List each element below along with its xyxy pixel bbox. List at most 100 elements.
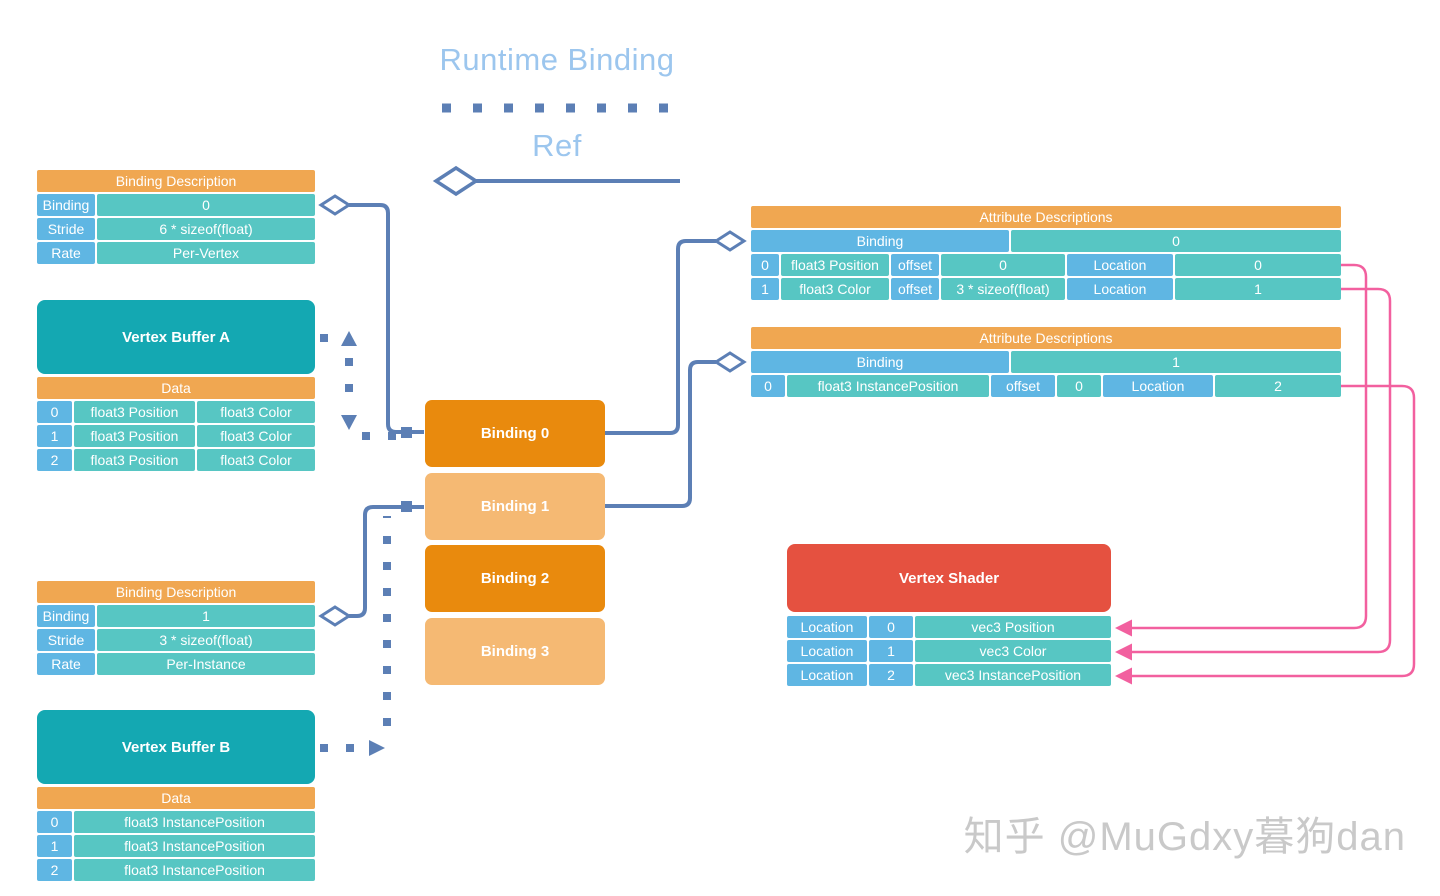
row-value: 0 [97, 194, 315, 216]
attr-index-cell: 0 [751, 254, 779, 276]
row-index: 2 [37, 859, 72, 881]
offset-value-cell: 0 [1057, 375, 1101, 397]
binding-description-0-table: Binding Description Binding 0 Stride 6 *… [37, 170, 315, 264]
runtime-binding-dotted-buffer-b [320, 516, 391, 756]
row-value: Per-Instance [97, 653, 315, 675]
position-cell: float3 Position [74, 449, 195, 471]
vertex-buffer-b-data-table: Data 0 float3 InstancePosition 1 float3 … [37, 787, 315, 881]
attr-type-cell: float3 InstancePosition [787, 375, 989, 397]
row-index: 0 [37, 401, 72, 423]
row-label: Binding [37, 194, 95, 216]
runtime-binding-dotted-buffer-a [320, 331, 398, 440]
location-arrow-2 [1115, 384, 1416, 685]
legend-runtime-binding-label: Runtime Binding [439, 42, 675, 77]
offset-value-cell: 0 [941, 254, 1065, 276]
offset-value-cell: 3 * sizeof(float) [941, 278, 1065, 300]
attr-type-cell: float3 Color [781, 278, 889, 300]
location-label-cell: Location [1067, 254, 1173, 276]
arrow-left-icon [1115, 667, 1132, 685]
vertex-buffer-a-data-table: Data 0 float3 Position float3 Color 1 fl… [37, 377, 315, 471]
attribute-descriptions-1-table: Attribute Descriptions Binding 1 0 float… [751, 327, 1341, 397]
row-value: 3 * sizeof(float) [97, 629, 315, 651]
watermark: 知乎 @MuGdxy暮狗dan [963, 815, 1406, 859]
row-label: Binding [37, 605, 95, 627]
row-label: Stride [37, 218, 95, 240]
instance-position-cell: float3 InstancePosition [74, 859, 315, 881]
vertex-shader-box: Vertex Shader [787, 544, 1111, 612]
shader-input-cell: vec3 Position [915, 616, 1111, 638]
binding-1-label: Binding 1 [480, 498, 550, 515]
location-label-cell: Location [787, 616, 867, 638]
binding-3-label: Binding 3 [480, 643, 550, 660]
table-header: Binding Description [37, 170, 315, 192]
binding-label-cell: Binding [751, 351, 1009, 373]
legend-ref-connector-icon [432, 165, 680, 197]
location-value-cell: 1 [1175, 278, 1341, 300]
row-index: 2 [37, 449, 72, 471]
instance-position-cell: float3 InstancePosition [74, 811, 315, 833]
arrow-right-icon [369, 740, 385, 756]
table-header: Attribute Descriptions [751, 327, 1341, 349]
ref-line-binding0-attrdesc0 [605, 230, 747, 435]
attr-type-cell: float3 Position [781, 254, 889, 276]
location-label-cell: Location [787, 664, 867, 686]
row-value: Per-Vertex [97, 242, 315, 264]
binding-0-label: Binding 0 [480, 425, 550, 442]
table-header: Binding Description [37, 581, 315, 603]
offset-label-cell: offset [891, 254, 939, 276]
attr-index-cell: 0 [751, 375, 785, 397]
instance-position-cell: float3 InstancePosition [74, 835, 315, 857]
location-arrow-0 [1115, 263, 1368, 637]
row-value: 1 [97, 605, 315, 627]
vertex-buffer-a-title: Vertex Buffer A [122, 328, 230, 346]
vertex-buffer-b-box: Vertex Buffer B [37, 710, 315, 784]
shader-input-cell: vec3 InstancePosition [915, 664, 1111, 686]
color-cell: float3 Color [197, 449, 315, 471]
ref-line-bdesc0-binding0 [318, 194, 424, 438]
offset-label-cell: offset [991, 375, 1055, 397]
attr-index-cell: 1 [751, 278, 779, 300]
binding-value-cell: 0 [1011, 230, 1341, 252]
location-index-cell: 0 [869, 616, 913, 638]
shader-input-cell: vec3 Color [915, 640, 1111, 662]
arrow-up-icon [341, 331, 357, 346]
location-label-cell: Location [787, 640, 867, 662]
binding-2-label: Binding 2 [480, 570, 550, 587]
row-index: 0 [37, 811, 72, 833]
row-label: Rate [37, 653, 95, 675]
row-label: Rate [37, 242, 95, 264]
attribute-descriptions-0-table: Attribute Descriptions Binding 0 0 float… [751, 206, 1341, 300]
table-header: Data [37, 377, 315, 399]
color-cell: float3 Color [197, 401, 315, 423]
row-label: Stride [37, 629, 95, 651]
binding-3-box: Binding 3 [425, 618, 605, 685]
location-value-cell: 0 [1175, 254, 1341, 276]
vertex-shader-location-table: Location 0 vec3 Position Location 1 vec3… [787, 616, 1111, 686]
binding-label-cell: Binding [751, 230, 1009, 252]
binding-value-cell: 1 [1011, 351, 1341, 373]
location-index-cell: 2 [869, 664, 913, 686]
vertex-buffer-b-title: Vertex Buffer B [121, 738, 231, 756]
binding-0-box: Binding 0 [425, 400, 605, 467]
ref-line-binding1-attrdesc1 [605, 351, 747, 508]
ref-line-bdesc1-binding1 [318, 501, 424, 627]
position-cell: float3 Position [74, 425, 195, 447]
binding-1-box: Binding 1 [425, 473, 605, 540]
table-header: Data [37, 787, 315, 809]
arrow-down-icon [341, 415, 357, 430]
row-index: 1 [37, 835, 72, 857]
binding-description-1-table: Binding Description Binding 1 Stride 3 *… [37, 581, 315, 675]
color-cell: float3 Color [197, 425, 315, 447]
location-value-cell: 2 [1215, 375, 1341, 397]
arrow-left-icon [1115, 619, 1132, 637]
legend-ref-label: Ref [532, 128, 582, 163]
offset-label-cell: offset [891, 278, 939, 300]
location-index-cell: 1 [869, 640, 913, 662]
row-index: 1 [37, 425, 72, 447]
row-value: 6 * sizeof(float) [97, 218, 315, 240]
location-label-cell: Location [1103, 375, 1213, 397]
vertex-buffer-a-box: Vertex Buffer A [37, 300, 315, 374]
binding-2-box: Binding 2 [425, 545, 605, 612]
table-header: Attribute Descriptions [751, 206, 1341, 228]
